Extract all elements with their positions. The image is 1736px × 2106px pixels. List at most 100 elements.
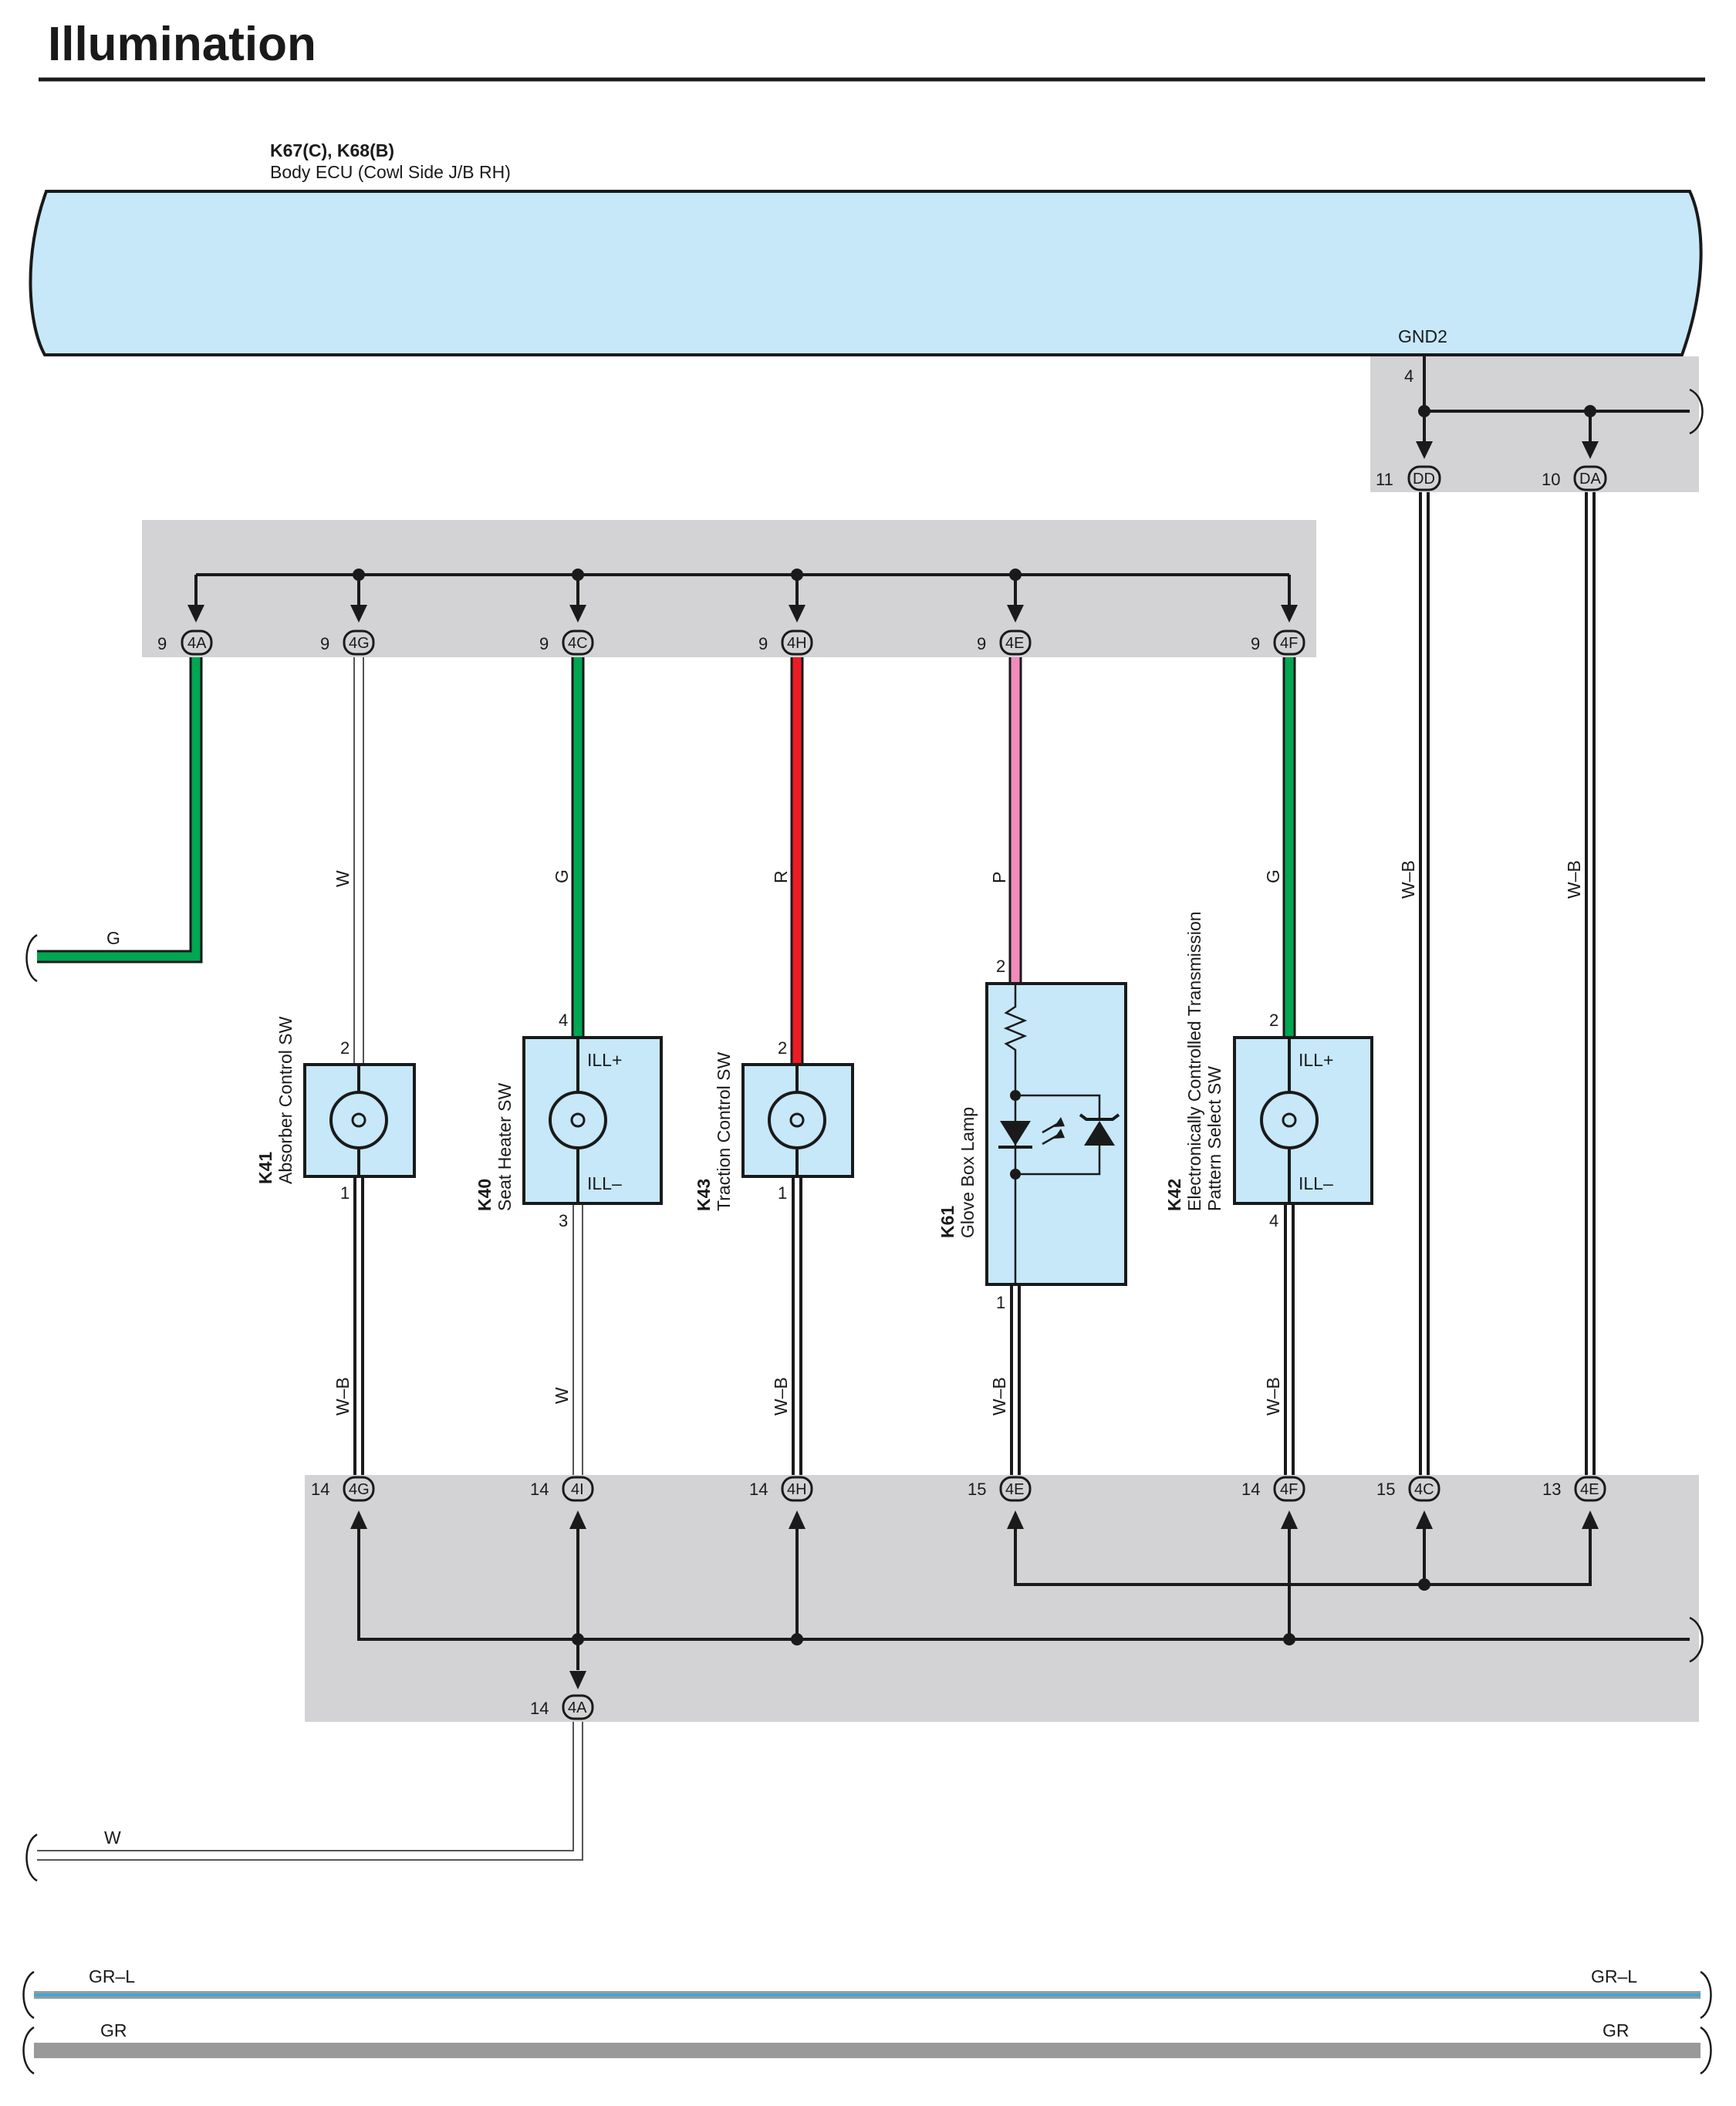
connector-arrow-icon xyxy=(569,1510,586,1529)
page-title: Illumination xyxy=(48,18,316,71)
k61-code: K61 xyxy=(937,1206,958,1238)
splice-node xyxy=(791,1633,803,1645)
connector-id: 4H xyxy=(787,635,807,652)
component-pin: 3 xyxy=(559,1211,568,1230)
wire-color-label: W xyxy=(333,870,353,887)
component-pin: 1 xyxy=(340,1183,350,1203)
ill-plus-label: ILL+ xyxy=(587,1050,622,1070)
k42-bulb-icon xyxy=(1260,1038,1319,1203)
wire-color-label: W xyxy=(552,1387,572,1404)
ill-minus-label: ILL– xyxy=(1299,1173,1333,1193)
wire-continuation-break xyxy=(1700,2026,1712,2075)
wire-color-label: GR–L xyxy=(1591,1966,1637,1986)
gnd2-pin: 4 xyxy=(1404,366,1413,386)
ill-minus-label: ILL– xyxy=(587,1173,622,1193)
connector-id: 4C xyxy=(568,635,588,652)
connector-oval xyxy=(999,1476,1032,1502)
component-pin: 4 xyxy=(559,1011,568,1030)
connector-arrow-icon xyxy=(1007,1510,1024,1529)
connector-oval xyxy=(181,629,213,656)
splice-node xyxy=(1418,1578,1430,1591)
component-pin: 2 xyxy=(340,1038,350,1058)
wire-color-label: G xyxy=(552,869,572,883)
k41-code: K41 xyxy=(255,1152,275,1184)
component-pin: 1 xyxy=(996,1293,1005,1312)
wire-continuation-break xyxy=(22,2026,35,2075)
k40-bulb-icon xyxy=(549,1038,607,1203)
lower-ground-bus xyxy=(357,1520,1690,1641)
connector-pin: 9 xyxy=(977,634,986,653)
connector-oval xyxy=(781,1476,813,1502)
connector-arrow-icon xyxy=(1416,441,1433,459)
connector-arrow-icon xyxy=(1007,605,1024,623)
component-pin: 2 xyxy=(996,957,1005,976)
splice-node xyxy=(1584,405,1596,417)
splice-node xyxy=(791,569,803,581)
k43-name: Traction Control SW xyxy=(714,1052,734,1211)
connector-id: 4C xyxy=(1414,1481,1434,1498)
connector-arrow-icon xyxy=(789,605,806,623)
lower-ground-sub-bus xyxy=(1014,1520,1592,1586)
connector-id: 4E xyxy=(1005,1481,1024,1498)
k42-name-line2: Pattern Select SW xyxy=(1204,1066,1224,1211)
connector-pin: 15 xyxy=(968,1480,986,1499)
connector-id: DA xyxy=(1579,471,1601,488)
connector-pin: 14 xyxy=(749,1480,768,1499)
splice-node xyxy=(1283,1633,1295,1645)
connector-pin: 9 xyxy=(758,634,768,653)
ecu-name-label: Body ECU (Cowl Side J/B RH) xyxy=(270,162,511,182)
wire-color-label: W–B xyxy=(1564,860,1584,899)
connector-id: 4G xyxy=(349,635,370,652)
connector-pin: 13 xyxy=(1542,1480,1561,1499)
k41-name: Absorber Control SW xyxy=(275,1016,296,1184)
connector-arrow-icon xyxy=(1416,1510,1433,1529)
k42-code: K42 xyxy=(1164,1179,1184,1211)
green-wire-4a xyxy=(37,657,201,961)
wire-color-label: GR xyxy=(100,2020,127,2040)
connector-oval xyxy=(1273,1476,1305,1502)
connector-arrow-icon xyxy=(350,1510,367,1529)
k40-name: Seat Heater SW xyxy=(495,1083,515,1211)
wire-color-label: GR xyxy=(1603,2020,1630,2040)
wire-color-label: G xyxy=(106,928,120,948)
connector-oval xyxy=(1574,1476,1606,1502)
connector-pin: 14 xyxy=(530,1480,549,1499)
connector-arrow-icon xyxy=(569,605,586,623)
wire-continuation-break xyxy=(1700,1970,1712,2020)
k61-name: Glove Box Lamp xyxy=(958,1107,978,1238)
wire-outline xyxy=(37,657,203,964)
connector-pin: 9 xyxy=(320,634,329,653)
connector-arrow-icon xyxy=(187,605,204,623)
component-pin: 4 xyxy=(1269,1211,1278,1230)
connector-pin: 9 xyxy=(157,634,167,653)
connector-id: 4E xyxy=(1005,635,1024,652)
connector-oval xyxy=(1273,629,1305,656)
wire-continuation-break xyxy=(25,933,38,983)
lower-junction-area xyxy=(305,1475,1699,1722)
splice-node xyxy=(353,569,365,581)
wire-color-label: W–B xyxy=(1398,860,1418,899)
body-ecu-block xyxy=(29,190,1703,356)
connector-pin: 14 xyxy=(311,1480,329,1499)
component-pin: 2 xyxy=(1269,1011,1278,1030)
k43-code: K43 xyxy=(694,1179,714,1211)
wire-color-label: P xyxy=(989,872,1009,883)
bus-continuation-break xyxy=(1689,1616,1704,1663)
k61-led-circuit-icon xyxy=(998,984,1120,1284)
wire-color-label: W–B xyxy=(771,1377,791,1416)
wire-color-label: GR–L xyxy=(89,1966,135,1986)
upper-connector-group: 9 4A 9 4G 9 4C 9 4H 9 4E 9 4F xyxy=(157,605,1305,656)
connector-id: 4F xyxy=(1280,1481,1298,1498)
wire-color-label: W–B xyxy=(333,1377,353,1416)
splice-node xyxy=(572,569,584,581)
connector-oval xyxy=(562,1476,594,1502)
connector-pin: 9 xyxy=(1251,634,1260,653)
k43-bulb-icon xyxy=(768,1065,826,1176)
gnd2-terminal-label: GND2 xyxy=(1398,326,1447,346)
connector-oval xyxy=(343,1476,375,1502)
wire-color-label: W xyxy=(104,1828,121,1848)
connector-oval xyxy=(343,629,375,656)
connector-pin: 10 xyxy=(1542,470,1560,489)
